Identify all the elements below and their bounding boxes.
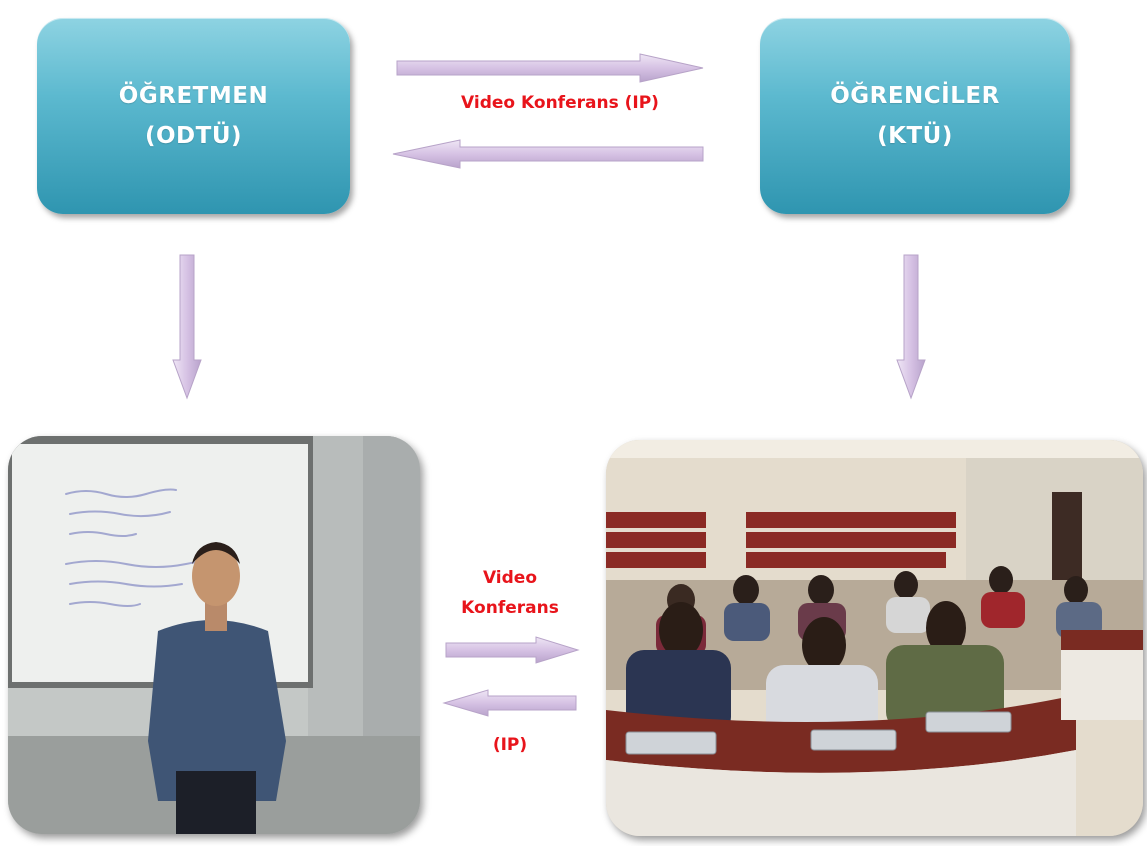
- arrow-left-bottom: [442, 689, 577, 717]
- students-subtitle: (KTÜ): [877, 123, 953, 149]
- students-classroom-photo: [606, 440, 1143, 836]
- video-conference-label: Video Konferans: [420, 563, 600, 623]
- teacher-box: ÖĞRETMEN (ODTÜ): [37, 18, 350, 214]
- arrow-down-left: [172, 254, 202, 400]
- teacher-photo: [8, 436, 420, 834]
- video-label-line1: Video: [482, 568, 538, 588]
- arrow-down-right: [896, 254, 926, 400]
- arrow-right-bottom: [445, 636, 580, 664]
- video-conference-ip-label: Video Konferans (IP): [461, 93, 659, 113]
- teacher-title: ÖĞRETMEN: [118, 83, 269, 109]
- arrow-right-top: [396, 53, 704, 83]
- arrow-left-top: [392, 139, 704, 169]
- ip-label: (IP): [492, 735, 528, 755]
- video-label-line2: Konferans: [461, 598, 559, 618]
- students-title: ÖĞRENCİLER: [830, 83, 1000, 109]
- teacher-subtitle: (ODTÜ): [144, 123, 243, 149]
- students-box: ÖĞRENCİLER (KTÜ): [760, 18, 1070, 214]
